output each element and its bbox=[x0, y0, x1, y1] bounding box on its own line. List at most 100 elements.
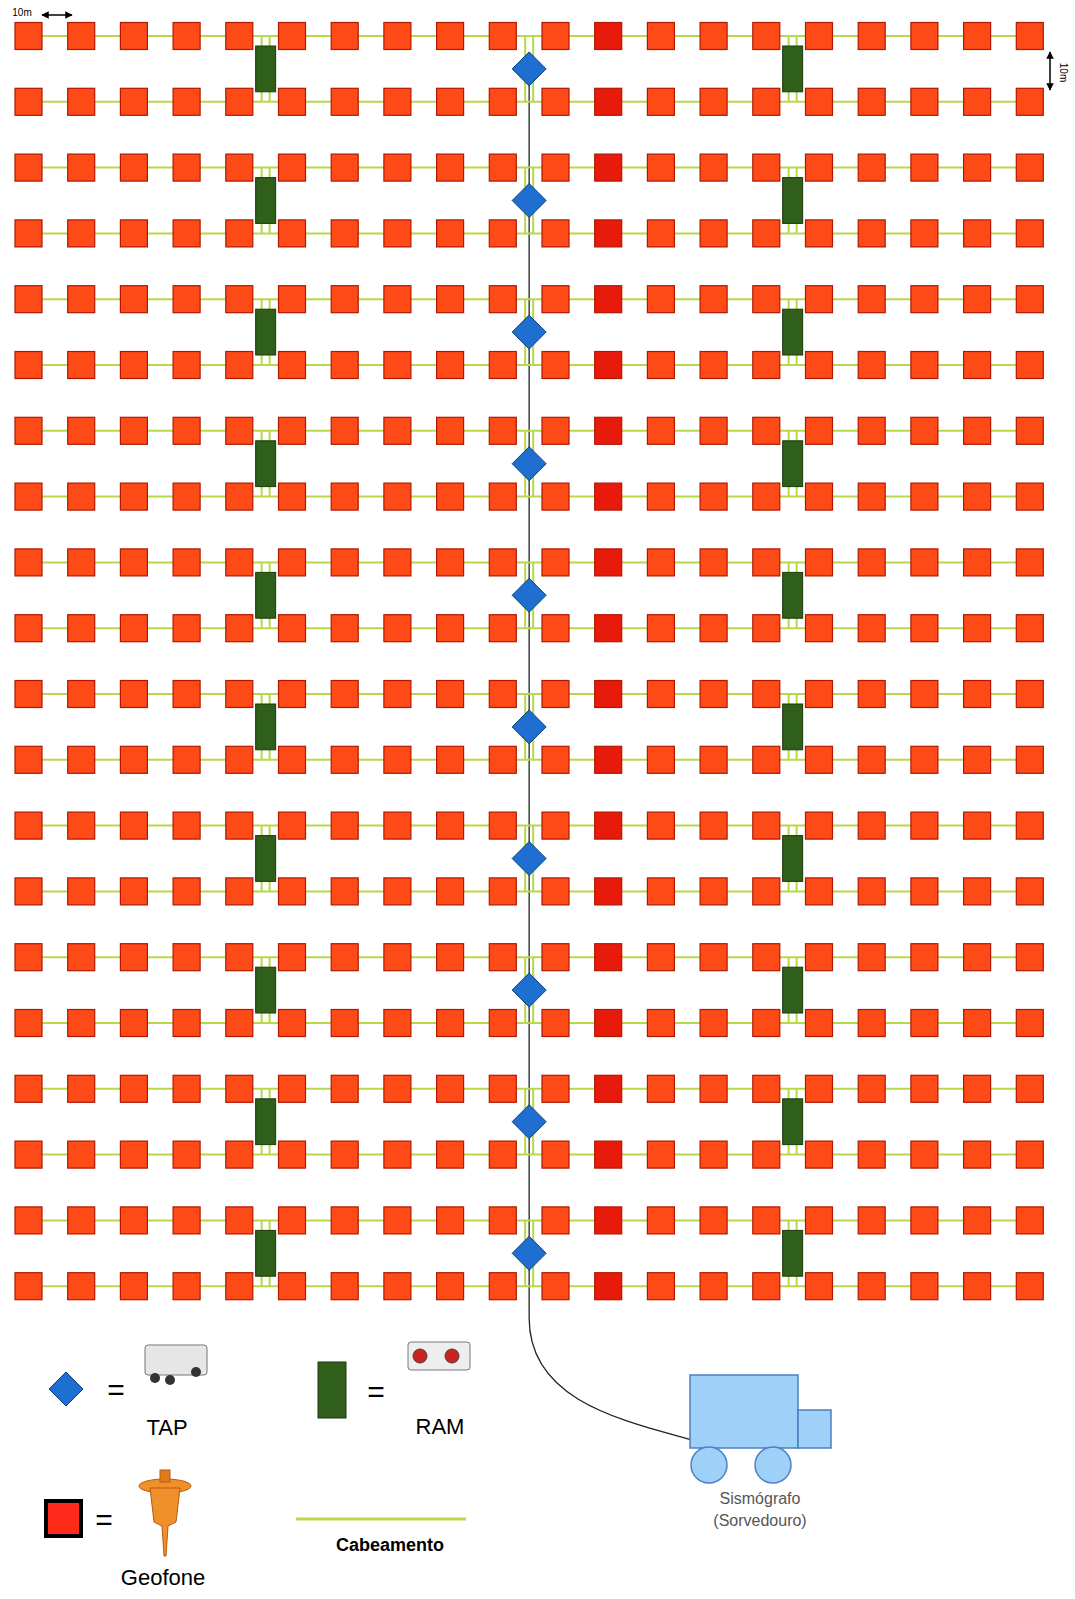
geophone bbox=[331, 23, 358, 50]
geophone bbox=[489, 23, 516, 50]
geophone bbox=[279, 549, 306, 576]
geophone bbox=[173, 88, 200, 115]
geophone bbox=[15, 286, 42, 313]
geophone bbox=[489, 352, 516, 379]
geophone bbox=[595, 23, 622, 50]
geophone bbox=[384, 417, 411, 444]
geophone bbox=[68, 549, 95, 576]
geophone bbox=[437, 286, 464, 313]
geophone bbox=[68, 1141, 95, 1168]
ram-unit bbox=[256, 836, 276, 882]
geophone bbox=[542, 878, 569, 905]
geophone bbox=[911, 417, 938, 444]
geophone bbox=[120, 615, 147, 642]
geophone bbox=[806, 549, 833, 576]
geophone bbox=[384, 812, 411, 839]
geophone bbox=[595, 1273, 622, 1300]
geophone bbox=[226, 154, 253, 181]
tap-unit bbox=[512, 578, 546, 612]
geophone bbox=[542, 1273, 569, 1300]
geophone bbox=[68, 154, 95, 181]
geophone bbox=[806, 878, 833, 905]
geophone bbox=[595, 220, 622, 247]
geophone bbox=[173, 154, 200, 181]
geophone bbox=[806, 1141, 833, 1168]
geophone bbox=[489, 549, 516, 576]
geophone bbox=[753, 483, 780, 510]
geophone bbox=[331, 154, 358, 181]
geophone bbox=[911, 549, 938, 576]
ram-unit bbox=[783, 836, 803, 882]
geophone bbox=[384, 1141, 411, 1168]
geophone bbox=[542, 1207, 569, 1234]
geophone bbox=[68, 746, 95, 773]
geophone bbox=[68, 878, 95, 905]
geophone bbox=[15, 1273, 42, 1300]
geophone bbox=[120, 681, 147, 708]
equals-sign: = bbox=[95, 1503, 113, 1537]
dimension-arrow bbox=[42, 14, 72, 16]
geophone bbox=[858, 944, 885, 971]
geophone bbox=[489, 220, 516, 247]
geophone bbox=[15, 944, 42, 971]
geophone bbox=[120, 1141, 147, 1168]
geophone bbox=[964, 878, 991, 905]
geophone bbox=[226, 878, 253, 905]
geophone bbox=[489, 681, 516, 708]
geophone bbox=[384, 1273, 411, 1300]
geophone bbox=[595, 681, 622, 708]
geophone bbox=[964, 88, 991, 115]
geophone bbox=[279, 483, 306, 510]
geophone bbox=[331, 878, 358, 905]
geophone bbox=[1016, 1075, 1043, 1102]
geophone bbox=[279, 1010, 306, 1037]
geophone bbox=[700, 1141, 727, 1168]
geophone bbox=[806, 1273, 833, 1300]
geophone bbox=[858, 1010, 885, 1037]
geophone bbox=[858, 154, 885, 181]
geophone bbox=[595, 286, 622, 313]
geophone bbox=[806, 483, 833, 510]
geophone bbox=[542, 352, 569, 379]
tap-unit bbox=[512, 52, 546, 86]
geophone bbox=[806, 1010, 833, 1037]
ram-unit bbox=[783, 572, 803, 618]
geophone bbox=[753, 746, 780, 773]
geophone bbox=[489, 1075, 516, 1102]
legend-swatch bbox=[318, 1362, 346, 1418]
geophone bbox=[173, 878, 200, 905]
geophone bbox=[858, 220, 885, 247]
geophone bbox=[911, 23, 938, 50]
geophone bbox=[15, 746, 42, 773]
geophone bbox=[173, 549, 200, 576]
geophone bbox=[15, 615, 42, 642]
legend-label: Cabeamento bbox=[336, 1535, 444, 1556]
geophone bbox=[1016, 286, 1043, 313]
geophone bbox=[331, 1010, 358, 1037]
geophone bbox=[964, 549, 991, 576]
geophone bbox=[1016, 878, 1043, 905]
geophone bbox=[331, 286, 358, 313]
geophone bbox=[911, 1075, 938, 1102]
geophone bbox=[542, 1010, 569, 1037]
geophone bbox=[753, 1273, 780, 1300]
geophone bbox=[858, 352, 885, 379]
geophone bbox=[331, 417, 358, 444]
legend-swatch bbox=[49, 1372, 83, 1406]
geophone bbox=[595, 1141, 622, 1168]
geophone bbox=[279, 878, 306, 905]
geophone bbox=[279, 286, 306, 313]
geophone bbox=[437, 1075, 464, 1102]
geophone bbox=[437, 1141, 464, 1168]
ram-unit bbox=[256, 572, 276, 618]
geophone bbox=[279, 944, 306, 971]
geophone bbox=[964, 1207, 991, 1234]
geophone bbox=[68, 483, 95, 510]
geophone bbox=[15, 1141, 42, 1168]
truck-wheel bbox=[755, 1447, 791, 1483]
geophone bbox=[437, 220, 464, 247]
geophone bbox=[806, 812, 833, 839]
geophone bbox=[1016, 681, 1043, 708]
geophone bbox=[15, 878, 42, 905]
geophone bbox=[15, 23, 42, 50]
